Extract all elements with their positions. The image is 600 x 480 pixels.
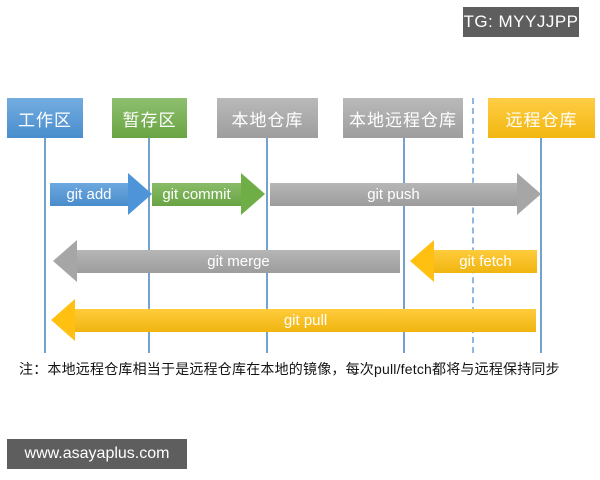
- arrow-git-add-label: git add: [66, 185, 112, 203]
- arrow-git-push-head-icon: [517, 173, 541, 215]
- connector-line-staging-area: [148, 138, 150, 353]
- arrow-git-fetch-label: git fetch: [459, 252, 512, 270]
- node-remote-repo-label: 远程仓库: [505, 110, 578, 130]
- node-local-repo-label: 本地仓库: [231, 110, 304, 130]
- arrow-git-commit-body: git commit: [152, 182, 241, 206]
- node-staging-area: 暂存区: [112, 98, 187, 138]
- connector-line-local-remote-repo: [403, 138, 405, 353]
- node-working-area-label: 工作区: [18, 110, 72, 130]
- arrow-git-fetch-body: git fetch: [434, 249, 537, 273]
- arrow-git-fetch-head-icon: [410, 240, 434, 282]
- arrow-git-commit: git commit: [152, 173, 265, 215]
- footnote: 注：本地远程仓库相当于是远程仓库在本地的镜像，每次pull/fetch都将与远程…: [19, 361, 560, 377]
- arrow-git-merge: git merge: [53, 240, 400, 282]
- connector-line-remote-repo: [540, 138, 542, 353]
- arrow-git-pull-head-icon: [51, 299, 75, 341]
- telegram-badge: TG: MYYJJPP: [463, 7, 579, 37]
- arrow-git-push-label: git push: [367, 185, 420, 203]
- node-remote-repo: 远程仓库: [488, 98, 595, 138]
- arrow-git-add: git add: [50, 173, 152, 215]
- arrow-git-add-body: git add: [50, 182, 128, 206]
- arrow-git-pull-label: git pull: [283, 311, 328, 329]
- node-local-remote-repo: 本地远程仓库: [343, 98, 463, 138]
- local-remote-boundary-dashed-line: [472, 98, 474, 353]
- arrow-git-merge-label: git merge: [207, 252, 270, 270]
- node-staging-area-label: 暂存区: [122, 110, 177, 130]
- arrow-git-pull-body: git pull: [75, 308, 536, 332]
- arrow-git-commit-head-icon: [241, 173, 265, 215]
- arrow-git-fetch: git fetch: [410, 240, 537, 282]
- arrow-git-push: git push: [270, 173, 541, 215]
- arrow-git-merge-body: git merge: [77, 249, 400, 273]
- website-watermark: www.asayaplus.com: [7, 439, 187, 469]
- node-working-area: 工作区: [7, 98, 83, 138]
- connector-line-local-repo: [266, 138, 268, 353]
- node-local-remote-repo-label: 本地远程仓库: [349, 110, 457, 130]
- arrow-git-merge-head-icon: [53, 240, 77, 282]
- arrow-git-pull: git pull: [51, 299, 536, 341]
- arrow-git-commit-label: git commit: [162, 185, 231, 203]
- node-local-repo: 本地仓库: [217, 98, 318, 138]
- arrow-git-push-body: git push: [270, 182, 517, 206]
- arrow-git-add-head-icon: [128, 173, 152, 215]
- connector-line-working-area: [44, 138, 46, 353]
